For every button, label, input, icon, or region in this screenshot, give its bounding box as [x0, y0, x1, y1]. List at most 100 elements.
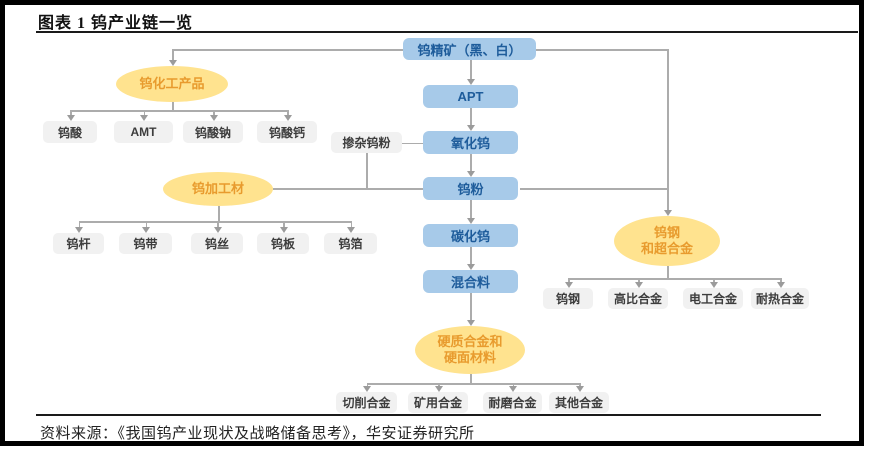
arrowhead-down-icon: [66, 115, 75, 121]
arrowhead-down-icon: [279, 227, 288, 233]
leaf-amt: AMT: [114, 121, 173, 143]
connector-line: [366, 383, 579, 385]
source-note: 资料来源：《我国钨产业现状及战略储备思考》，华安证券研究所: [40, 426, 475, 442]
arrowhead-down-icon: [140, 115, 148, 121]
connector-line: [218, 206, 220, 221]
ellipse-label-line: 硬质合金和: [437, 333, 503, 349]
frame-border-top: [0, 0, 864, 5]
leaf-wear-resistant-alloy: 耐磨合金: [483, 392, 542, 413]
arrowhead-down-icon: [75, 227, 83, 233]
ellipse-label-line: 钨钢: [653, 224, 680, 240]
ellipse-label-line: 钨加工材: [191, 180, 244, 196]
leaf-tungsten-wire: 钨丝: [191, 233, 243, 254]
arrowhead-down-icon: [709, 282, 718, 288]
arrowhead-down-icon: [776, 282, 785, 288]
arrowhead-down-icon: [634, 282, 643, 288]
leaf-electrical-alloy: 电工合金: [683, 288, 743, 309]
arrowhead-down-icon: [434, 386, 443, 392]
node-tungsten-chemical-products: 钨化工产品: [116, 66, 228, 102]
leaf-tungstic-acid: 钨酸: [43, 121, 97, 143]
connector-line: [470, 374, 472, 383]
arrowhead-down-icon: [564, 282, 573, 288]
connector-line: [273, 188, 423, 190]
arrowhead-down-icon: [209, 115, 218, 121]
connector-line: [145, 221, 147, 227]
connector-line: [568, 278, 570, 282]
connector-line: [78, 221, 351, 223]
arrowhead-down-icon: [466, 320, 475, 326]
connector-line: [438, 383, 440, 386]
connector-line: [470, 108, 472, 125]
connector-line: [143, 110, 145, 115]
frame-border-bottom: [0, 441, 864, 446]
leaf-calcium-tungstate: 钨酸钙: [257, 121, 317, 143]
figure-title: 图表 1 钨产业链一览: [38, 15, 194, 32]
connector-line: [70, 110, 72, 115]
connector-line: [667, 266, 669, 278]
node-doped-tungsten-powder: 掺杂钨粉: [331, 132, 402, 153]
node-tungsten-powder: 钨粉: [423, 177, 518, 200]
source-divider: [36, 414, 821, 416]
leaf-sodium-tungstate: 钨酸钠: [183, 121, 243, 143]
connector-line: [172, 49, 174, 60]
leaf-tungsten-steel: 钨钢: [543, 288, 593, 309]
connector-line: [470, 60, 472, 79]
connector-line: [470, 154, 472, 171]
connector-line: [366, 383, 368, 386]
connector-line: [512, 383, 514, 386]
leaf-tungsten-strip: 钨带: [119, 233, 172, 254]
arrowhead-down-icon: [142, 227, 150, 233]
arrowhead-down-icon: [466, 218, 475, 224]
connector-line: [78, 221, 80, 227]
node-tungsten-steel-superalloy: 钨钢 和超合金: [614, 216, 720, 266]
title-underline: [36, 31, 858, 33]
leaf-other-alloy: 其他合金: [549, 392, 609, 413]
leaf-high-density-alloy: 高比合金: [608, 288, 668, 309]
arrowhead-down-icon: [663, 210, 672, 216]
arrowhead-down-icon: [168, 60, 177, 66]
connector-line: [283, 221, 285, 227]
connector-line: [579, 383, 581, 386]
leaf-tungsten-plate: 钨板: [257, 233, 309, 254]
leaf-tungsten-foil: 钨箔: [324, 233, 377, 254]
node-tungsten-processed-materials: 钨加工材: [163, 172, 273, 206]
leaf-cutting-alloy: 切削合金: [336, 392, 397, 413]
connector-line: [366, 153, 368, 189]
connector-line: [172, 102, 174, 110]
frame-border-right: [859, 0, 864, 446]
node-tungsten-concentrate: 钨精矿（黑、白）: [403, 38, 536, 60]
connector-line: [350, 221, 352, 227]
arrowhead-down-icon: [466, 264, 475, 270]
leaf-heat-resistant-alloy: 耐热合金: [751, 288, 809, 309]
connector-line: [568, 278, 780, 280]
connector-line: [638, 278, 640, 282]
ellipse-label-line: 钨化工产品: [139, 75, 205, 91]
node-tungsten-carbide: 碳化钨: [423, 224, 518, 247]
arrowhead-down-icon: [466, 125, 475, 131]
leaf-tungsten-rod: 钨杆: [53, 233, 104, 254]
arrowhead-down-icon: [509, 386, 517, 392]
arrowhead-down-icon: [466, 79, 475, 85]
connector-line: [213, 110, 215, 115]
frame-border-left: [0, 0, 5, 446]
ellipse-label-line: 和超合金: [640, 241, 693, 256]
connector-line: [470, 200, 472, 218]
arrowhead-down-icon: [283, 115, 292, 121]
ellipse-label-line: 硬面材料: [443, 350, 496, 365]
connector-line: [402, 142, 423, 144]
arrowhead-down-icon: [347, 227, 355, 233]
arrowhead-down-icon: [466, 171, 475, 177]
connector-line: [780, 278, 782, 282]
connector-line: [470, 293, 472, 320]
node-apt: APT: [423, 85, 518, 108]
node-cemented-carbide-hardfacing: 硬质合金和 硬面材料: [415, 326, 525, 374]
node-tungsten-oxide: 氧化钨: [423, 131, 518, 154]
connector-line: [536, 49, 667, 51]
arrowhead-down-icon: [213, 227, 222, 233]
node-mixture: 混合料: [423, 270, 518, 293]
connector-line: [470, 247, 472, 264]
connector-line: [667, 49, 669, 210]
connector-line: [172, 49, 403, 51]
arrowhead-down-icon: [575, 386, 584, 392]
